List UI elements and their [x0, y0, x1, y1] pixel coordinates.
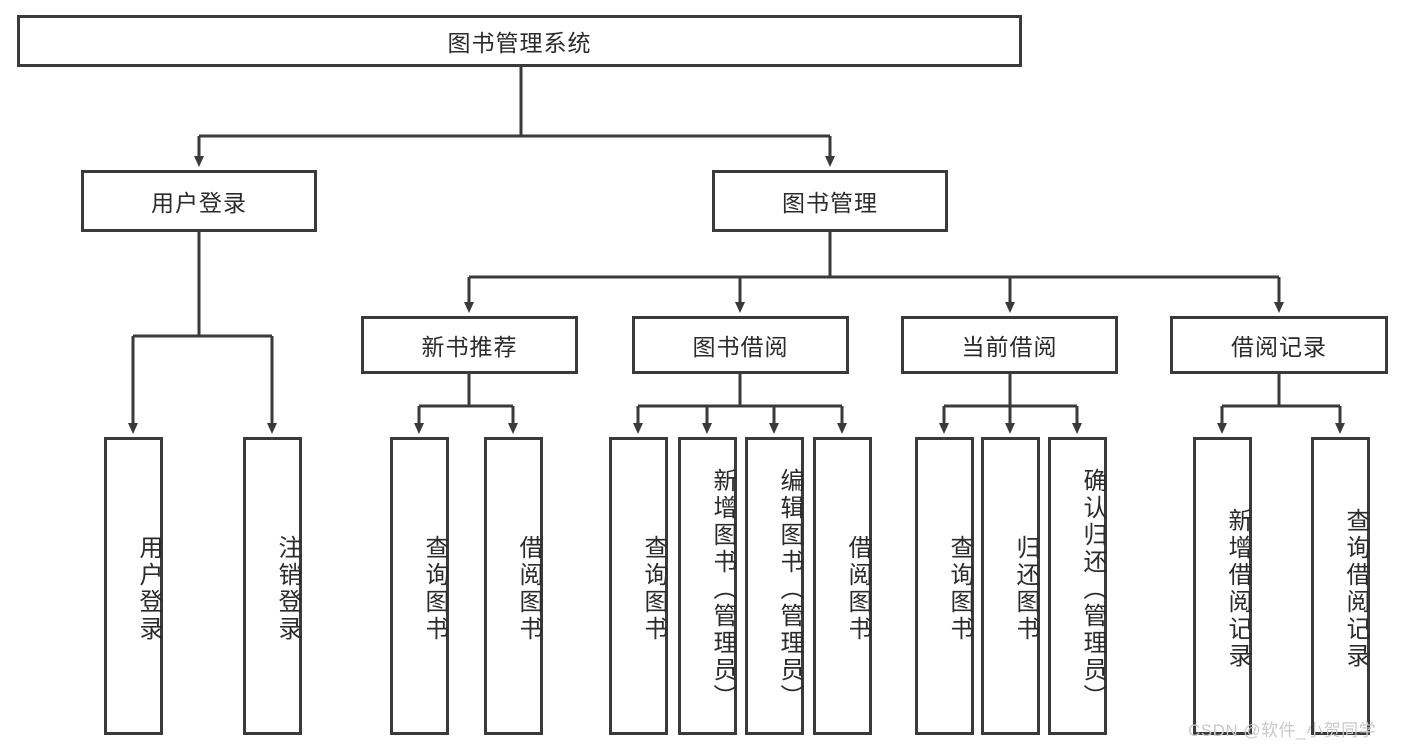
node-book-management[interactable]: 图书管理 [712, 170, 948, 232]
leaf-recommend-borrow-book[interactable]: 借阅图书 [484, 437, 543, 735]
leaf-borrow-borrow-book[interactable]: 借阅图书 [813, 437, 872, 735]
node-borrow-record[interactable]: 借阅记录 [1170, 316, 1388, 374]
node-label: 借阅图书 [515, 535, 542, 643]
node-user-login[interactable]: 用户登录 [81, 170, 317, 232]
node-label: 注销登录 [274, 535, 301, 643]
node-label: 确认归还（管理员） [1079, 467, 1106, 711]
node-label: 查询图书 [946, 535, 973, 643]
leaf-record-add-borrow-record[interactable]: 新增借阅记录 [1193, 437, 1252, 735]
node-label: 查询图书 [640, 535, 667, 643]
leaf-user-login[interactable]: 用户登录 [104, 437, 163, 735]
node-label: 用户登录 [135, 535, 162, 643]
leaf-current-return-book[interactable]: 归还图书 [981, 437, 1040, 735]
node-label: 图书管理系统 [447, 30, 592, 56]
node-label: 归还图书 [1012, 535, 1039, 643]
node-label: 编辑图书（管理员） [776, 467, 803, 711]
node-new-book-recommend[interactable]: 新书推荐 [361, 316, 578, 374]
leaf-current-query-book[interactable]: 查询图书 [915, 437, 974, 735]
leaf-borrow-edit-book-admin[interactable]: 编辑图书（管理员） [745, 437, 804, 735]
node-current-borrow[interactable]: 当前借阅 [901, 316, 1118, 374]
leaf-current-confirm-return-admin[interactable]: 确认归还（管理员） [1048, 437, 1107, 735]
node-label: 借阅图书 [844, 535, 871, 643]
leaf-logout-login[interactable]: 注销登录 [243, 437, 302, 735]
node-label: 新增借阅记录 [1224, 508, 1251, 670]
node-label: 图书管理 [782, 190, 878, 216]
node-label: 借阅记录 [1231, 334, 1327, 360]
node-label: 新书推荐 [421, 334, 518, 360]
node-label: 当前借阅 [961, 334, 1058, 360]
node-label: 查询借阅记录 [1342, 508, 1369, 670]
leaf-borrow-query-book[interactable]: 查询图书 [609, 437, 668, 735]
leaf-recommend-query-book[interactable]: 查询图书 [390, 437, 449, 735]
node-label: 用户登录 [151, 190, 247, 216]
leaf-borrow-add-book-admin[interactable]: 新增图书（管理员） [678, 437, 737, 735]
node-book-borrow[interactable]: 图书借阅 [632, 316, 849, 374]
node-label: 查询图书 [421, 535, 448, 643]
node-label: 图书借阅 [692, 334, 789, 360]
leaf-record-query-borrow-record[interactable]: 查询借阅记录 [1311, 437, 1370, 735]
csdn-watermark: CSDN @软件_小贺同学 [1188, 721, 1377, 740]
node-root-library-system[interactable]: 图书管理系统 [17, 15, 1022, 67]
node-label: 新增图书（管理员） [709, 467, 736, 711]
